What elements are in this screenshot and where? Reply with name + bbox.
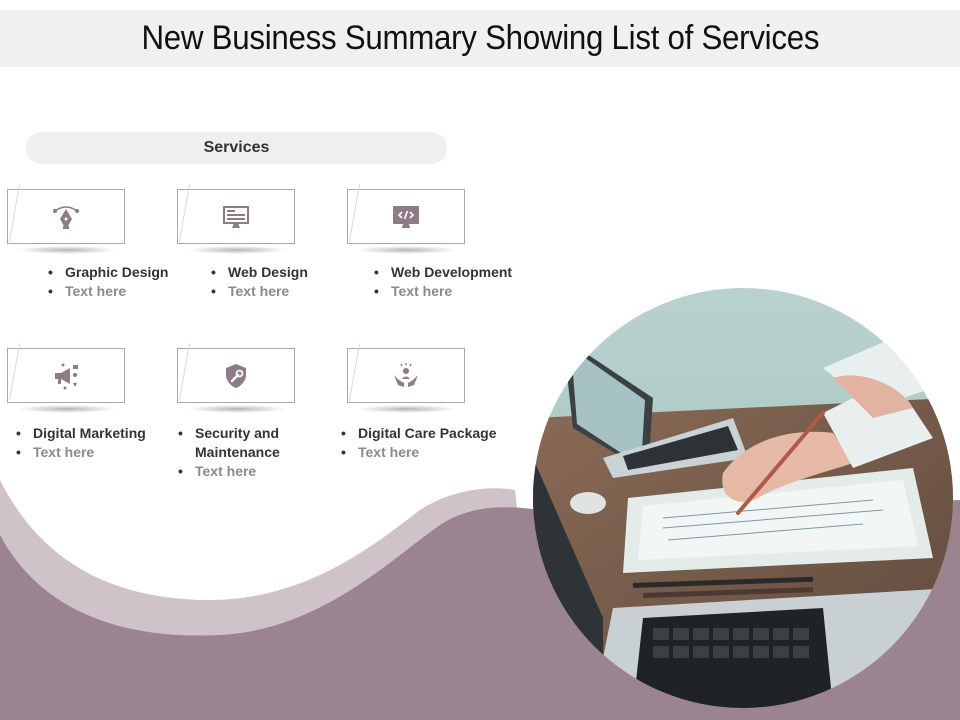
card-shadow (187, 405, 287, 413)
graphic-design-card (7, 189, 125, 244)
megaphone-icon (55, 363, 78, 389)
pen-tool-icon (53, 205, 79, 229)
digital-care-list: Digital Care Package Text here (341, 424, 511, 462)
hands-care-icon (394, 362, 418, 387)
service-description: Text here (178, 462, 298, 481)
web-design-list: Web Design Text here (211, 263, 308, 301)
web-development-card (347, 189, 465, 244)
service-description: Text here (341, 443, 511, 462)
photo-illustration (533, 288, 953, 708)
security-list: Security and Maintenance Text here (178, 424, 298, 481)
shield-wrench-icon (226, 363, 246, 388)
service-name: Web Design (211, 263, 308, 282)
service-description: Text here (211, 282, 308, 301)
page-title: New Business Summary Showing List of Ser… (141, 19, 819, 57)
service-description: Text here (374, 282, 512, 301)
service-name: Web Development (374, 263, 512, 282)
card-shadow (187, 246, 287, 254)
business-photo (533, 288, 953, 708)
graphic-design-list: Graphic Design Text here (48, 263, 168, 301)
services-header: Services (26, 132, 447, 164)
security-card (177, 348, 295, 403)
service-name: Digital Care Package (341, 424, 511, 443)
title-bar: New Business Summary Showing List of Ser… (0, 10, 960, 67)
service-name: Security and Maintenance (178, 424, 298, 462)
card-shadow (357, 246, 457, 254)
card-shadow (17, 405, 117, 413)
digital-care-card (347, 348, 465, 403)
web-design-card (177, 189, 295, 244)
service-name: Digital Marketing (16, 424, 166, 443)
code-monitor-icon (393, 205, 419, 228)
card-shadow (17, 246, 117, 254)
service-description: Text here (48, 282, 168, 301)
web-development-list: Web Development Text here (374, 263, 512, 301)
digital-marketing-list: Digital Marketing Text here (16, 424, 166, 462)
service-name: Graphic Design (48, 263, 168, 282)
card-shadow (357, 405, 457, 413)
digital-marketing-card (7, 348, 125, 403)
service-description: Text here (16, 443, 166, 462)
monitor-icon (223, 205, 249, 228)
